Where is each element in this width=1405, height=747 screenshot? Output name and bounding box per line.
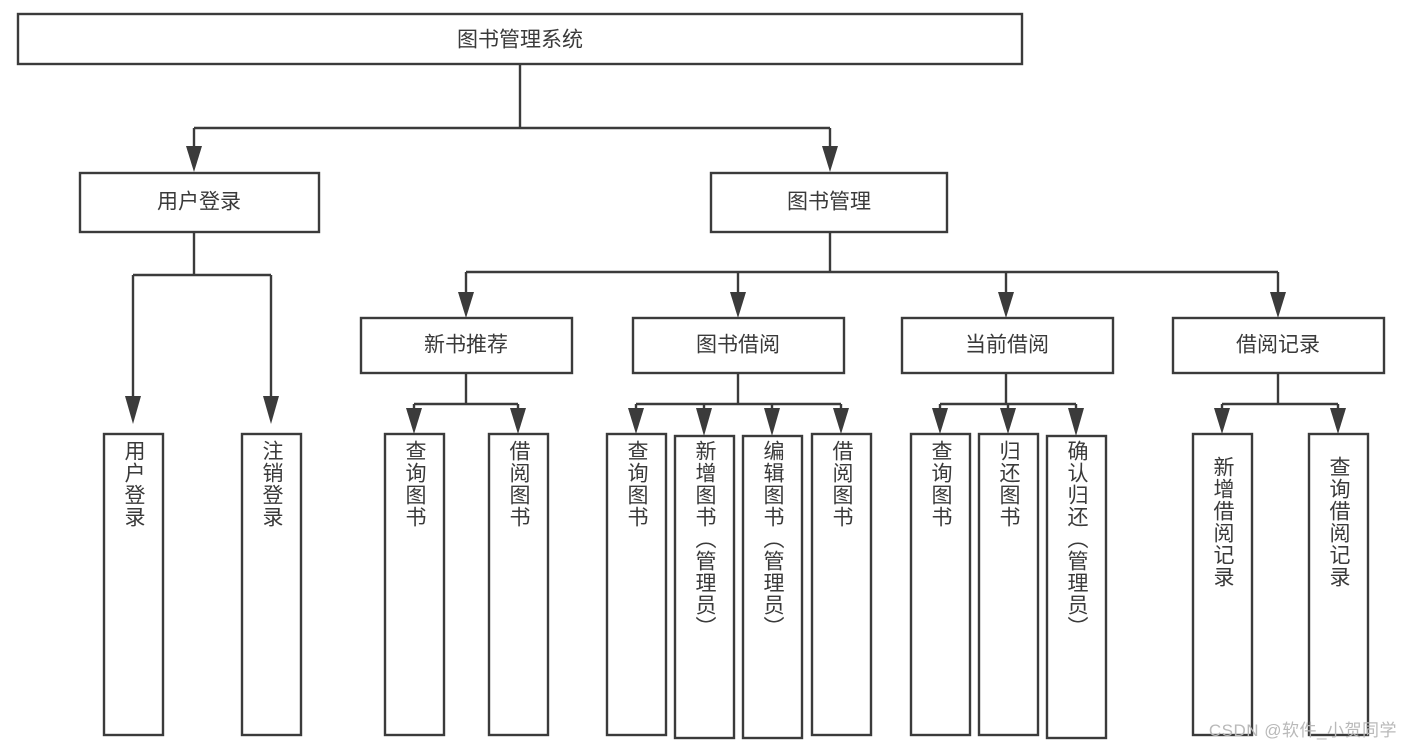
node-user-login-rect[interactable] <box>78 171 321 234</box>
arrow-head-leaf-query-borrow-record <box>1330 408 1346 434</box>
node-leaf-confirm-return-admin-rect[interactable] <box>1045 434 1108 740</box>
node-title-system-label: 图书管理系统 <box>457 29 583 52</box>
node-leaf-borrow-book-2-rect[interactable] <box>810 432 873 737</box>
arrow-head-leaf-query-book-3 <box>932 408 948 434</box>
arrow-head-leaf-query-book-1 <box>406 408 422 434</box>
connector-group-root <box>186 64 838 172</box>
node-leaf-query-book-3-rect[interactable] <box>909 432 972 737</box>
arrow-head-leaf-confirm-return-admin <box>1068 408 1084 436</box>
node-user-login-label: 用户登录 <box>157 191 241 214</box>
node-leaf-return-book-rect[interactable] <box>977 432 1040 737</box>
arrow-head-leaf-logout-login <box>263 396 279 424</box>
arrow-head-leaf-add-borrow-record <box>1214 408 1230 434</box>
node-title-system[interactable]: 图书管理系统 <box>16 12 1024 66</box>
node-leaf-query-book-1-rect[interactable] <box>383 432 446 737</box>
node-leaf-query-borrow-record-rect[interactable] <box>1307 432 1370 737</box>
node-book-borrow[interactable]: 图书借阅 <box>631 316 846 375</box>
node-current-borrow[interactable]: 当前借阅 <box>900 316 1115 375</box>
arrow-head-leaf-borrow-book-1 <box>510 408 526 434</box>
arrow-head-new-book-recommend <box>458 292 474 318</box>
node-borrow-record-rect[interactable] <box>1171 316 1386 375</box>
node-leaf-logout-login-rect[interactable] <box>240 432 303 737</box>
csdn-watermark: CSDN @软件_小贺同学 <box>1208 721 1397 740</box>
node-leaf-borrow-book-1-rect[interactable] <box>487 432 550 737</box>
node-book-manage-label: 图书管理 <box>787 191 871 214</box>
node-borrow-record[interactable]: 借阅记录 <box>1171 316 1386 375</box>
arrow-head-leaf-return-book <box>1000 408 1016 434</box>
connector-group-user-login <box>125 232 279 424</box>
arrow-head-leaf-edit-book-admin <box>764 408 780 436</box>
arrow-head-leaf-borrow-book-2 <box>833 408 849 434</box>
arrow-head-leaf-query-book-2 <box>628 408 644 434</box>
node-borrow-record-label: 借阅记录 <box>1236 334 1320 357</box>
connector-group-book-borrow <box>628 373 849 436</box>
node-user-login[interactable]: 用户登录 <box>78 171 321 234</box>
node-new-book-recommend[interactable]: 新书推荐 <box>359 316 574 375</box>
arrow-head-borrow-record <box>1270 292 1286 318</box>
node-leaf-user-login-rect[interactable] <box>102 432 165 737</box>
node-book-manage[interactable]: 图书管理 <box>709 171 949 234</box>
arrow-head-leaf-add-book-admin <box>696 408 712 436</box>
connector-group-new-book-recommend <box>406 373 526 434</box>
node-book-borrow-rect[interactable] <box>631 316 846 375</box>
connector-group-book-manage <box>458 232 1286 318</box>
arrow-head-user-login <box>186 146 202 172</box>
node-leaf-edit-book-admin-rect[interactable] <box>741 434 804 740</box>
node-leaf-add-borrow-record-rect[interactable] <box>1191 432 1254 737</box>
node-leaf-add-book-admin-rect[interactable] <box>673 434 736 740</box>
arrow-head-current-borrow <box>998 292 1014 318</box>
node-book-borrow-label: 图书借阅 <box>696 334 780 357</box>
node-title-system-rect[interactable] <box>16 12 1024 66</box>
node-book-manage-rect[interactable] <box>709 171 949 234</box>
connector-group-current-borrow <box>932 373 1084 436</box>
arrow-head-book-manage <box>822 146 838 172</box>
node-current-borrow-rect[interactable] <box>900 316 1115 375</box>
node-new-book-recommend-label: 新书推荐 <box>424 334 508 357</box>
node-leaf-query-book-2-rect[interactable] <box>605 432 668 737</box>
arrow-head-leaf-user-login <box>125 396 141 424</box>
arrow-head-book-borrow <box>730 292 746 318</box>
node-current-borrow-label: 当前借阅 <box>965 334 1049 357</box>
node-new-book-recommend-rect[interactable] <box>359 316 574 375</box>
connector-group-borrow-record <box>1214 373 1346 434</box>
